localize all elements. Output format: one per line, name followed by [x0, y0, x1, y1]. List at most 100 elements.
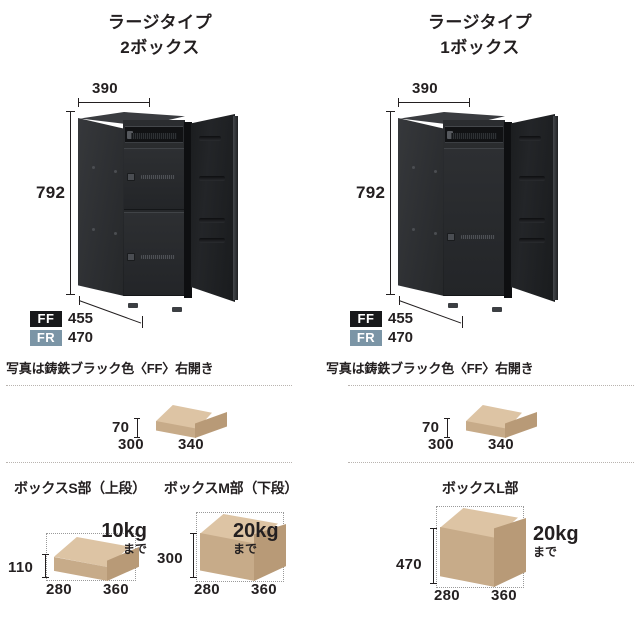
- door-lock-icon[interactable]: [447, 233, 455, 241]
- capacity-s-height-tick-bottom: [42, 577, 49, 578]
- panel-title-line2: 1ボックス: [440, 38, 520, 57]
- panel-title-one-box: ラージタイプ 1ボックス: [320, 10, 640, 60]
- height-dim-label: 792: [356, 183, 386, 202]
- mailbox-rivet: [412, 166, 415, 169]
- open-door-panel[interactable]: [191, 114, 235, 302]
- depth-fr-value: 470: [388, 329, 414, 346]
- badge-ff: FF: [350, 310, 382, 327]
- compartment-door-upper[interactable]: [124, 148, 184, 210]
- carton-height-label: 70: [112, 419, 130, 436]
- capacity-m-height-line: [193, 533, 194, 578]
- panel-title-line1: ラージタイプ: [427, 13, 533, 32]
- product-caption: 写真は鋳鉄ブラック色〈FF〉右開き: [6, 361, 214, 376]
- capacity-m-weight-value: 20kg: [233, 520, 279, 542]
- door-lock-icon[interactable]: [127, 253, 135, 261]
- mailbox-unit-one-box: [398, 108, 558, 312]
- depth-ff-value: 455: [388, 310, 414, 327]
- carton-height-label: 70: [422, 419, 440, 436]
- capacity-box-s: [46, 533, 142, 587]
- mailbox-rivet: [434, 232, 437, 235]
- divider-capacity: [6, 462, 292, 463]
- letter-slot: [445, 126, 503, 143]
- capacity-m-weight: 20kg まで: [233, 521, 279, 557]
- mailbox-rivet: [114, 232, 117, 235]
- mailbox-rivet: [114, 170, 117, 173]
- height-dim-tick-top: [386, 111, 395, 112]
- carton-height-line: [137, 418, 138, 438]
- depth-dim-tick-end: [462, 316, 463, 328]
- capacity-m-height-label: 300: [157, 550, 183, 567]
- mailbox-foot: [172, 307, 182, 312]
- capacity-m-weight-suffix: まで: [233, 542, 258, 556]
- door-rib: [519, 218, 545, 223]
- open-door-edge: [553, 116, 558, 300]
- capacity-m-height-tick-bottom: [190, 577, 197, 578]
- door-handle[interactable]: [461, 235, 495, 239]
- capacity-title-m: ボックスM部（下段）: [163, 480, 299, 496]
- mailbox-rivet: [92, 228, 95, 231]
- capacity-s-height-label: 110: [8, 559, 34, 576]
- height-dim-tick-bottom: [386, 294, 395, 295]
- depth-ff-row: FF 455: [350, 310, 413, 327]
- mailbox-foot: [128, 303, 138, 308]
- depth-ff-row: FF 455: [30, 310, 93, 327]
- letter-slot: [125, 126, 183, 143]
- capacity-l-height-label: 470: [396, 556, 422, 573]
- door-rib: [199, 218, 225, 223]
- carton-depth-label: 340: [178, 436, 204, 453]
- capacity-l-height-line: [433, 528, 434, 584]
- divider-carton: [348, 385, 634, 386]
- mailbox-rivet: [412, 228, 415, 231]
- carton-height-tick-bottom: [444, 437, 450, 438]
- door-lock-icon[interactable]: [127, 173, 135, 181]
- divider-capacity: [348, 462, 634, 463]
- product-photo-one-box: 390 792: [320, 78, 640, 346]
- open-door-panel[interactable]: [511, 114, 555, 302]
- mailbox-interior-gap: [184, 122, 192, 298]
- depth-dim-tick-start: [79, 296, 80, 305]
- door-handle[interactable]: [141, 175, 175, 179]
- compartment-door-single[interactable]: [444, 148, 504, 296]
- compartment-door-lower[interactable]: [124, 212, 184, 296]
- capacity-box-side-face: [494, 518, 526, 587]
- height-dim-tick-top: [66, 111, 75, 112]
- capacity-s-width-label: 280: [46, 581, 72, 598]
- product-caption: 写真は鋳鉄ブラック色〈FF〉右開き: [326, 361, 534, 376]
- capacity-box-m: [196, 512, 288, 584]
- panel-title-two-box: ラージタイプ 2ボックス: [0, 10, 320, 60]
- height-dim-line: [70, 111, 71, 295]
- badge-fr: FR: [350, 329, 382, 346]
- mailbox-foot: [448, 303, 458, 308]
- capacity-l-width-label: 280: [434, 587, 460, 604]
- mailbox-side-panel: [78, 118, 124, 296]
- width-dim-label: 390: [92, 80, 118, 97]
- door-handle[interactable]: [141, 255, 175, 259]
- product-photo-two-box: 390 792: [0, 78, 320, 346]
- mailbox-rivet: [434, 170, 437, 173]
- carton-depth-label: 340: [488, 436, 514, 453]
- door-rib: [199, 136, 221, 141]
- door-rib: [199, 176, 225, 181]
- depth-fr-row: FR 470: [350, 329, 413, 346]
- capacity-s-weight-value: 10kg: [101, 520, 147, 542]
- capacity-s-weight-suffix: まで: [122, 542, 147, 556]
- carton-box-two-box: [140, 405, 250, 455]
- carton-box-one-box: [450, 405, 560, 455]
- capacity-m-depth-label: 360: [251, 581, 277, 598]
- carton-width-label: 300: [428, 436, 454, 453]
- letter-slot-knob-icon: [127, 131, 133, 139]
- capacity-title-l: ボックスL部: [441, 480, 519, 496]
- door-rib: [199, 238, 225, 243]
- capacity-s-weight: 10kg まで: [85, 521, 147, 557]
- width-dim-line: [398, 102, 470, 103]
- height-dim-tick-bottom: [66, 294, 75, 295]
- capacity-l-weight-suffix: まで: [533, 545, 558, 559]
- divider-carton: [6, 385, 292, 386]
- height-dim-line: [390, 111, 391, 295]
- width-dim-tick-right: [149, 98, 150, 107]
- mailbox-rivet: [92, 166, 95, 169]
- capacity-box-l: [436, 506, 528, 590]
- mailbox-foot: [492, 307, 502, 312]
- depth-ff-value: 455: [68, 310, 94, 327]
